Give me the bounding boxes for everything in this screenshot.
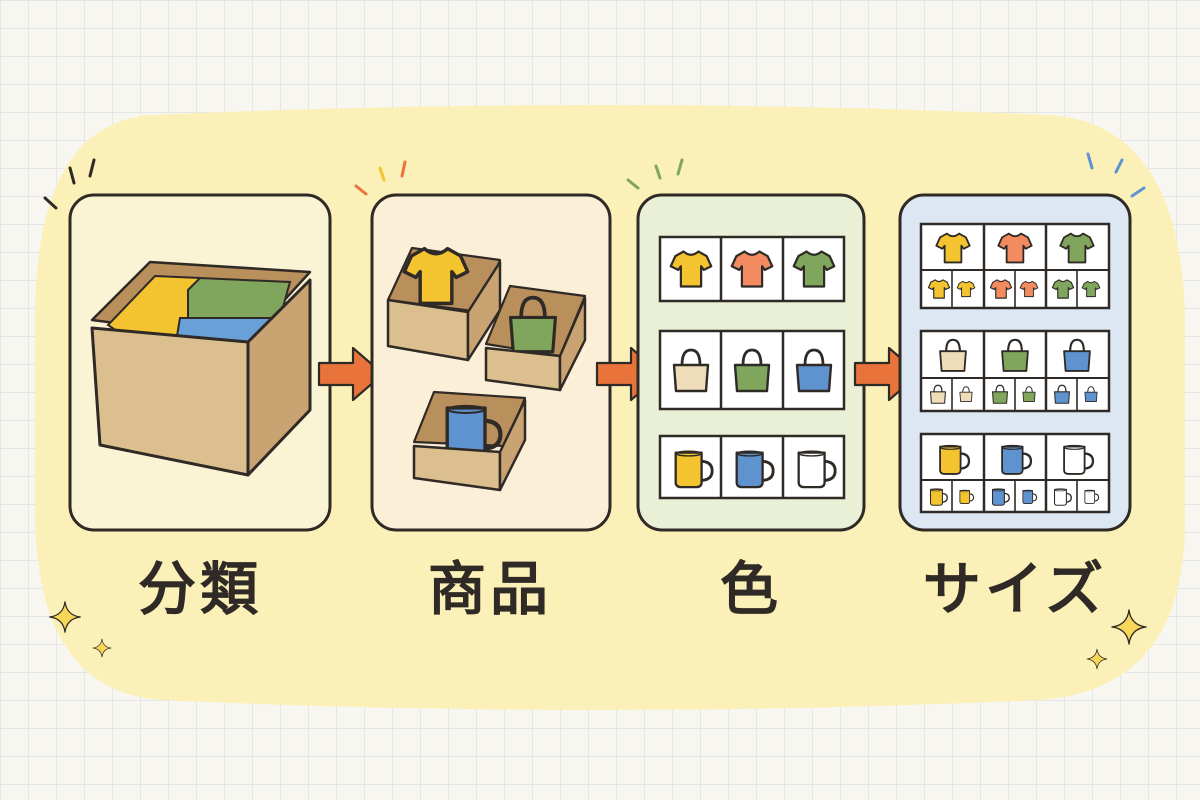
box-tote-bag	[484, 284, 587, 392]
panel-size	[898, 152, 1146, 532]
panel-category	[43, 158, 332, 532]
step-label-size: サイズ	[922, 555, 1108, 623]
shelf-tote-bags-sized	[919, 329, 1111, 413]
cardboard-box-icon	[90, 260, 312, 477]
step-label-product: 商品	[427, 555, 552, 623]
panel-color	[626, 158, 866, 532]
shelf-mugs	[658, 434, 846, 500]
shelf-tshirts	[658, 235, 846, 303]
box-tshirt	[386, 246, 502, 362]
shelf-mugs-sized	[919, 432, 1111, 514]
step-label-color: 色	[719, 555, 782, 623]
shelf-tote-bags	[658, 329, 846, 411]
panel-product	[354, 160, 612, 532]
shelf-tshirts-sized	[919, 222, 1111, 310]
box-mug	[412, 390, 527, 492]
step-label-category: 分類	[137, 555, 262, 623]
